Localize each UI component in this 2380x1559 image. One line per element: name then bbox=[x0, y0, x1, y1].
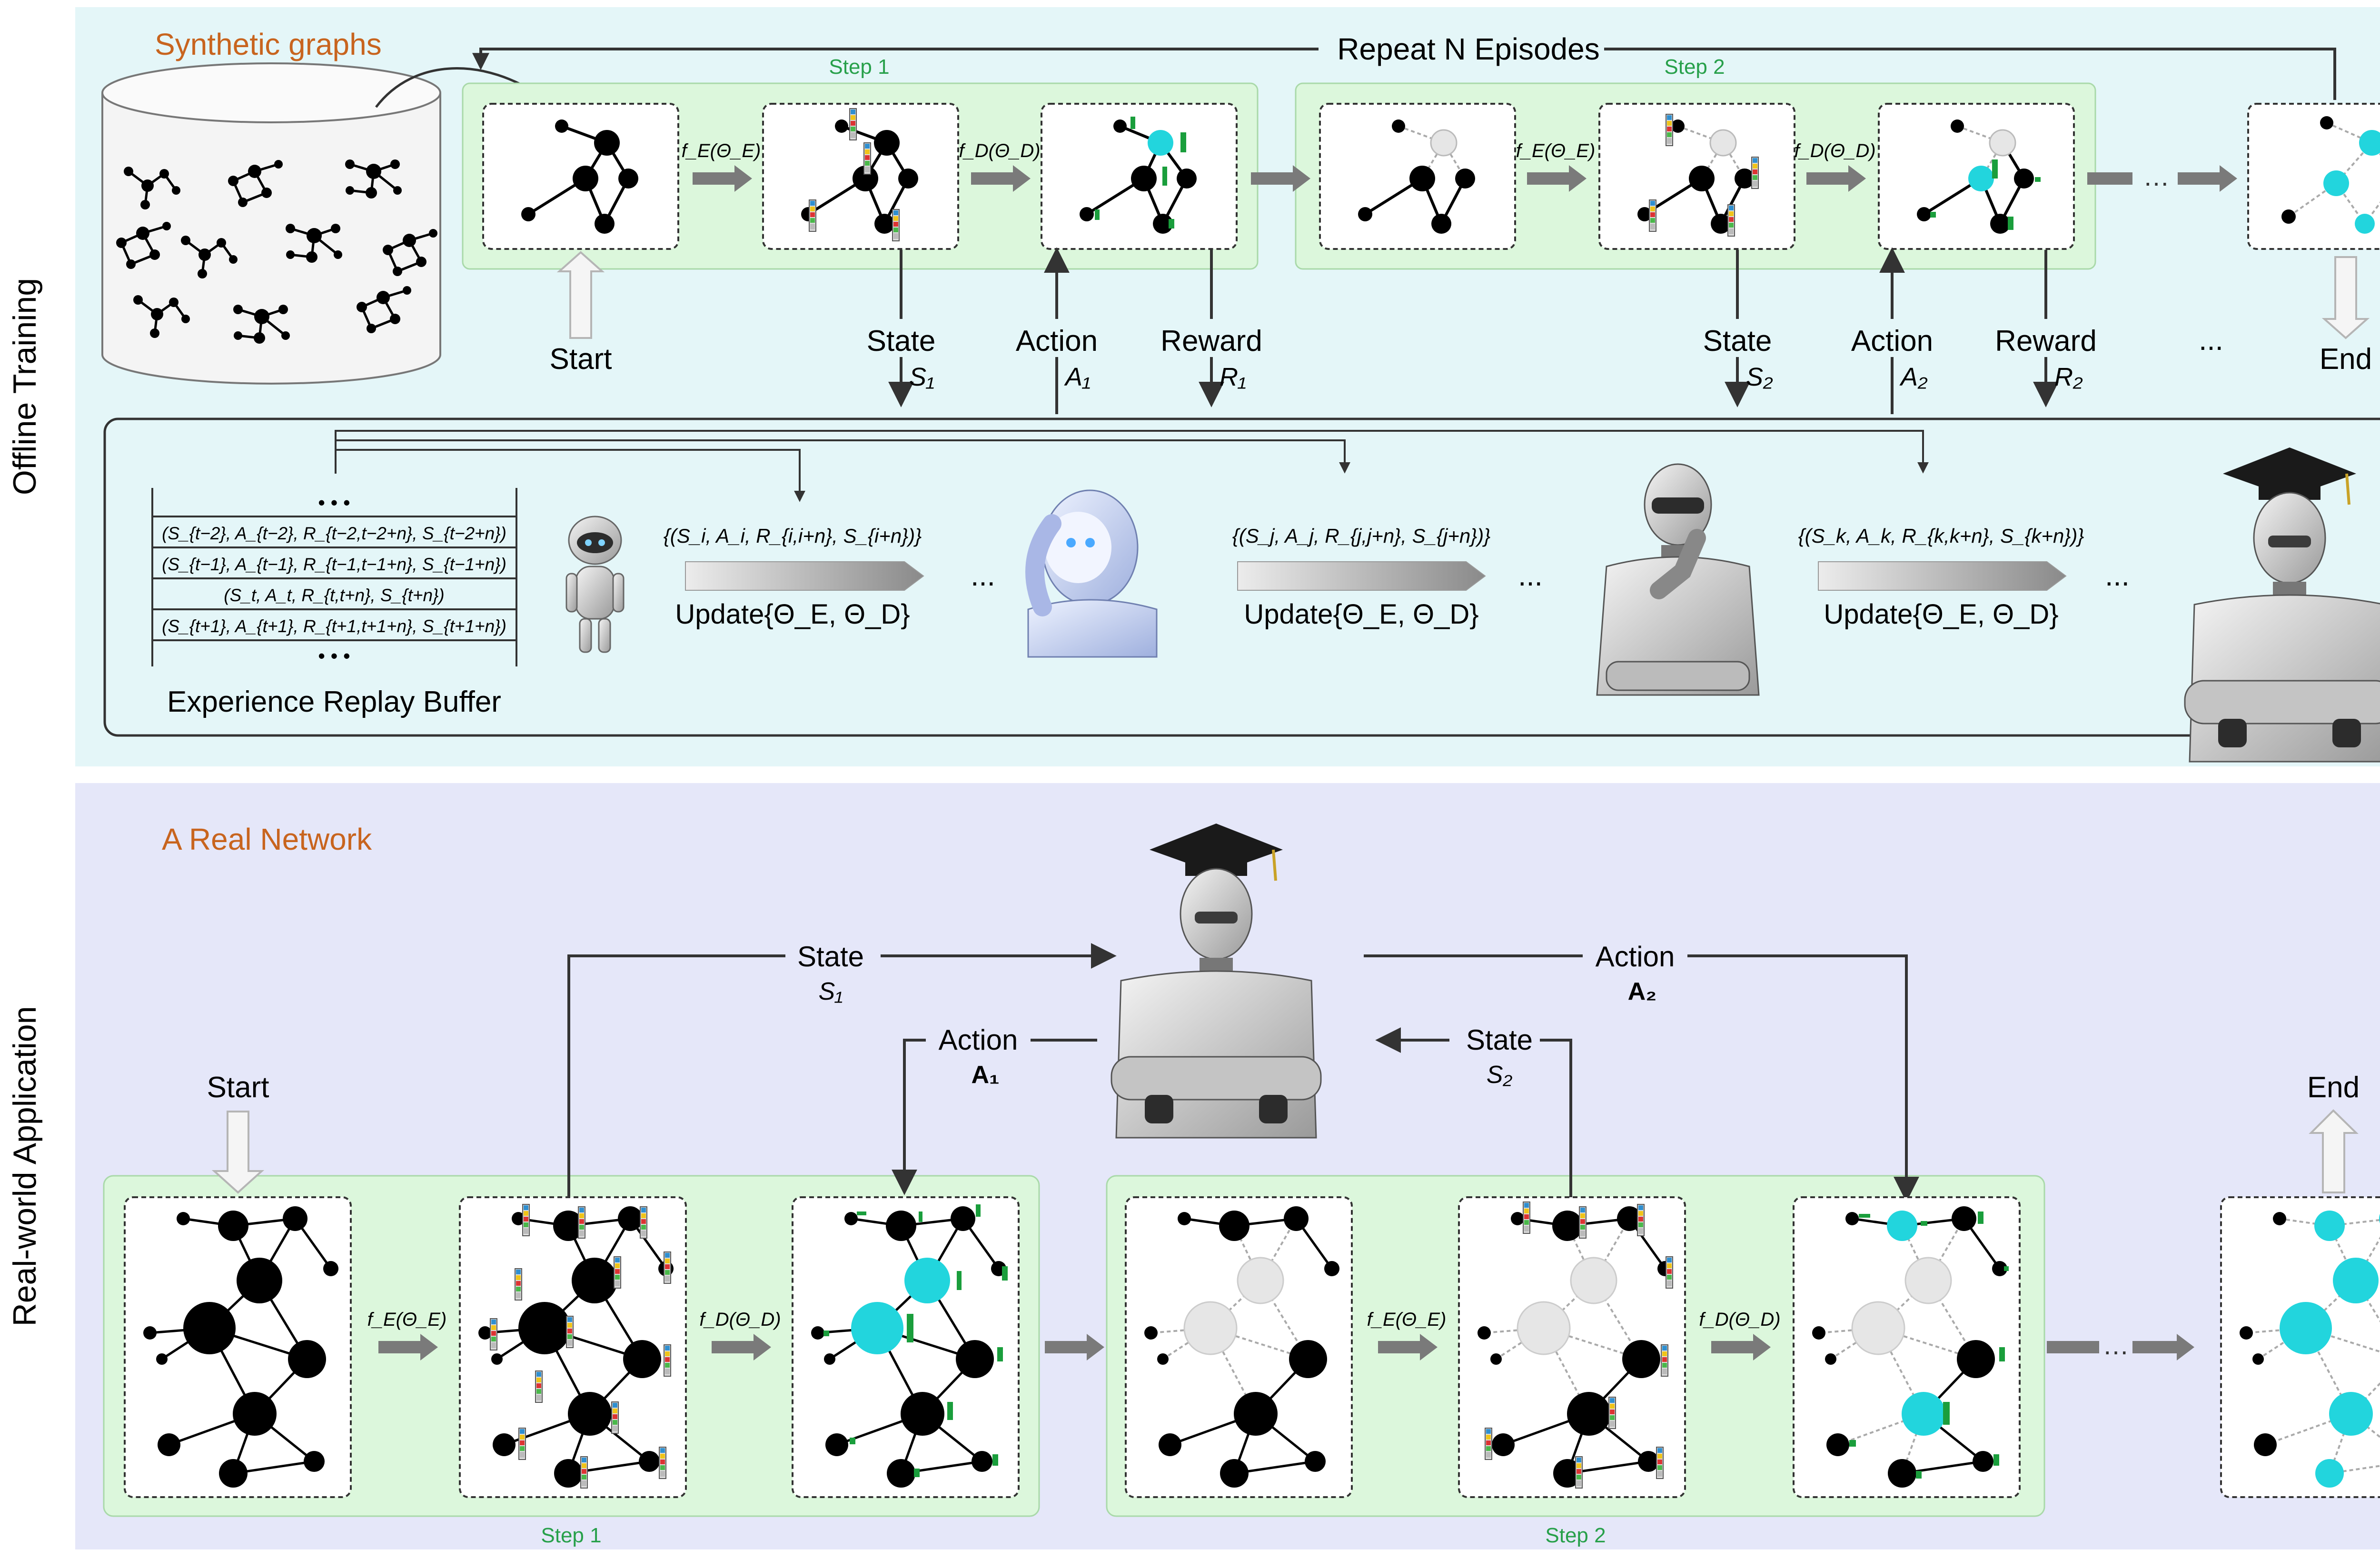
reward-label: Reward bbox=[1160, 325, 1262, 357]
state-s1-arrow bbox=[567, 943, 1117, 1197]
decoder-label: f_D(Θ_D) bbox=[1699, 1309, 1780, 1330]
update-arrow bbox=[685, 561, 924, 591]
network-graph-5 bbox=[1458, 1196, 1686, 1498]
sample-arrow bbox=[335, 449, 805, 502]
continuation-arrow: … bbox=[2087, 161, 2237, 192]
application-side-label: Real-world Application bbox=[7, 1006, 43, 1327]
action-label: Action bbox=[1596, 941, 1675, 973]
offline-training-side-label: Offline Training bbox=[7, 278, 43, 495]
buffer-title: Experience Replay Buffer bbox=[167, 685, 501, 718]
encoder-label: f_E(Θ_E) bbox=[682, 140, 761, 161]
state-s2-label: S₂ bbox=[1746, 363, 1773, 391]
continuation-arrow: … bbox=[2047, 1330, 2194, 1360]
action-a2-label: A₂ bbox=[1899, 363, 1928, 391]
state-label: State bbox=[797, 941, 864, 973]
buffer-dots: • • • bbox=[318, 491, 350, 514]
sample-batch-label: {(S_k, A_k, R_{k,k+n}, S_{k+n})} bbox=[1798, 525, 2084, 547]
buffer-dots: • • • bbox=[318, 645, 350, 667]
reward-r1-label: R₁ bbox=[1220, 363, 1246, 391]
svg-text:…: … bbox=[2102, 1330, 2129, 1360]
action-label: Action bbox=[939, 1024, 1018, 1056]
action-label: Action bbox=[1016, 325, 1098, 357]
repeat-episodes-label: Repeat N Episodes bbox=[1337, 32, 1599, 66]
update-ellipsis: ... bbox=[971, 559, 995, 592]
sample-arrow bbox=[335, 439, 1350, 474]
action-a2-label: A₂ bbox=[1628, 978, 1657, 1005]
end-label: End bbox=[2320, 343, 2372, 376]
update-label: Update{Θ_E, Θ_D} bbox=[1824, 599, 2058, 630]
experience-replay-buffer: • • • (S_{t−2}, A_{t−2}, R_{t−2,t−2+n}, … bbox=[151, 488, 517, 718]
reward-r2-label: R₂ bbox=[2054, 363, 2083, 391]
offline-graph-5 bbox=[1598, 103, 1795, 250]
state-label: State bbox=[867, 325, 936, 357]
action-a1-label: A₁ bbox=[1064, 363, 1091, 391]
real-network-heading: A Real Network bbox=[162, 822, 372, 856]
buffer-row: (S_{t−2}, A_{t−2}, R_{t−2,t−2+n}, S_{t−2… bbox=[162, 524, 506, 543]
offline-graph-final bbox=[2247, 103, 2380, 250]
end-arrow bbox=[2309, 1109, 2359, 1193]
network-graph-final bbox=[2220, 1196, 2380, 1498]
buffer-row: (S_{t−1}, A_{t−1}, R_{t−1,t−1+n}, S_{t−1… bbox=[162, 555, 506, 574]
update-ellipsis: ... bbox=[2105, 559, 2130, 592]
network-graph-2 bbox=[459, 1196, 687, 1498]
state-s1-label: S₁ bbox=[909, 363, 934, 391]
reward-label: Reward bbox=[1995, 325, 2097, 357]
decoder-label: f_D(Θ_D) bbox=[1794, 140, 1875, 161]
buffer-row: (S_{t+1}, A_{t+1}, R_{t+1,t+1+n}, S_{t+1… bbox=[162, 616, 506, 636]
start-label: Start bbox=[207, 1071, 269, 1104]
update-label: Update{Θ_E, Θ_D} bbox=[1244, 599, 1478, 630]
state-s1-label: S₁ bbox=[818, 978, 843, 1005]
offline-graph-4 bbox=[1319, 103, 1516, 250]
network-graph-4 bbox=[1125, 1196, 1353, 1498]
robot-icon bbox=[1025, 489, 1158, 658]
encoder-label: f_E(Θ_E) bbox=[1367, 1309, 1447, 1330]
synthetic-graphs-heading: Synthetic graphs bbox=[155, 27, 382, 61]
application-step1-label: Step 1 bbox=[541, 1524, 601, 1547]
offline-graph-6 bbox=[1878, 103, 2075, 250]
decoder-label: f_D(Θ_D) bbox=[959, 140, 1040, 161]
action-label: Action bbox=[1851, 325, 1933, 357]
update-ellipsis: ... bbox=[1518, 559, 1543, 592]
offline-step2-label: Step 2 bbox=[1664, 55, 1725, 79]
offline-graph-3 bbox=[1041, 103, 1238, 250]
state-label: State bbox=[1703, 325, 1772, 357]
offline-graph-2 bbox=[762, 103, 959, 250]
network-graph-3 bbox=[792, 1196, 1020, 1498]
step-ellipsis: ... bbox=[2199, 324, 2223, 357]
svg-text:…: … bbox=[2143, 161, 2170, 191]
offline-step1-label: Step 1 bbox=[829, 55, 889, 79]
state-s2-arrow bbox=[1375, 1027, 1572, 1197]
sample-batch-label: {(S_j, A_j, R_{j,j+n}, S_{j+n})} bbox=[1232, 525, 1491, 547]
start-arrow bbox=[211, 1111, 265, 1194]
offline-graph-1 bbox=[482, 103, 679, 250]
sample-batch-label: {(S_i, A_i, R_{i,i+n}, S_{i+n})} bbox=[664, 525, 922, 547]
action-a2-arrow bbox=[1364, 954, 1919, 1202]
update-arrow bbox=[1818, 561, 2067, 591]
network-graph-6 bbox=[1793, 1196, 2021, 1498]
update-label: Update{Θ_E, Θ_D} bbox=[675, 599, 910, 630]
end-label: End bbox=[2307, 1071, 2360, 1104]
decoder-label: f_D(Θ_D) bbox=[699, 1309, 781, 1330]
buffer-row: (S_t, A_t, R_{t,t+n}, S_{t+n}) bbox=[224, 586, 445, 605]
update-arrow bbox=[1237, 561, 1486, 591]
start-label: Start bbox=[550, 343, 612, 376]
state-label: State bbox=[1466, 1024, 1533, 1056]
encoder-label: f_E(Θ_E) bbox=[1516, 140, 1596, 161]
state-s2-label: S₂ bbox=[1487, 1061, 1513, 1089]
application-step2-label: Step 2 bbox=[1545, 1524, 1606, 1547]
encoder-label: f_E(Θ_E) bbox=[367, 1309, 447, 1330]
network-graph-1 bbox=[124, 1196, 352, 1498]
graph-database-icon bbox=[101, 62, 441, 385]
action-a1-arrow bbox=[892, 1039, 1097, 1195]
action-a1-label: A₁ bbox=[971, 1061, 999, 1089]
